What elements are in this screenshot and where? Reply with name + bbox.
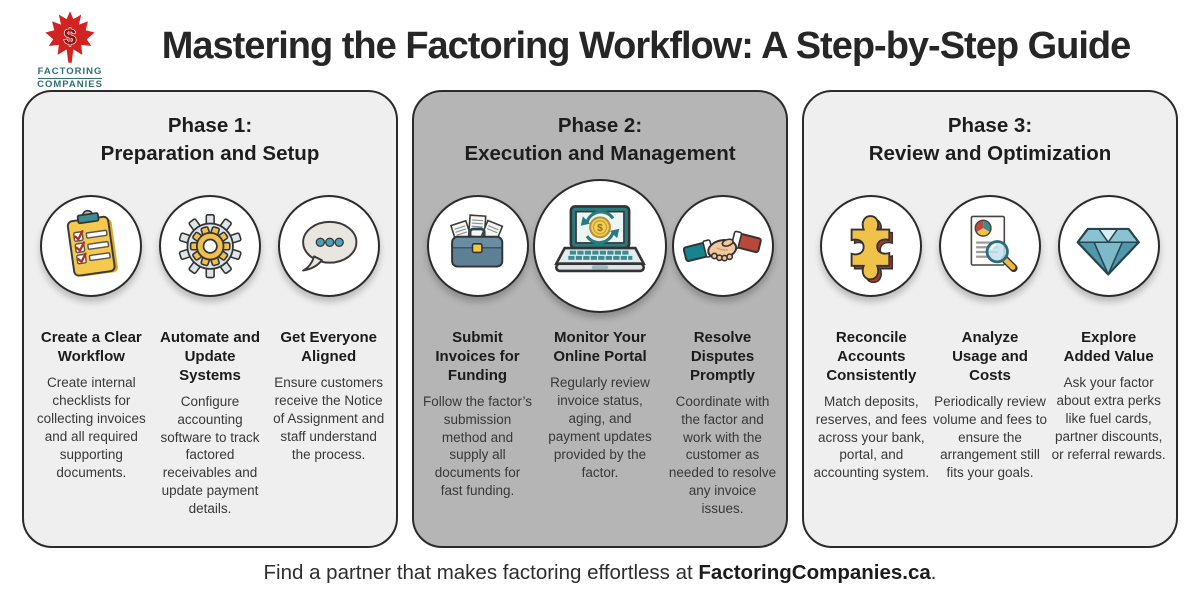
report-magnifier-icon — [970, 215, 1018, 273]
laptop-money-portal-icon: $ — [554, 205, 646, 273]
handshake-icon — [683, 230, 762, 263]
footer-brand: FactoringCompanies.ca — [698, 561, 931, 584]
item-heading: Get Everyone Aligned — [280, 329, 378, 366]
item-body: Ensure customers receive the Notice of A… — [273, 374, 385, 462]
item-heading: Submit Invoices for Funding — [435, 329, 520, 384]
footer-text: Find a partner that makes factoring effo… — [263, 561, 699, 584]
item-body: Configure accounting software to track f… — [160, 393, 260, 517]
phase-2-item-3: Resolve Disputes Promptly Coordinate wit… — [667, 171, 778, 518]
item-body: Follow the factor’s submission method an… — [422, 393, 533, 499]
checklist-clipboard-icon — [66, 210, 119, 277]
phases-row: Phase 1: Preparation and Setup — [22, 90, 1178, 548]
phase-2-item-2: $ Monitor Your Online Portal Regularly r… — [533, 171, 667, 518]
phase-3-item-2: Analyze Usage and Costs Periodically rev… — [931, 171, 1050, 482]
item-heading: Create a Clear Workflow — [40, 329, 142, 366]
footer-period: . — [930, 561, 937, 584]
page-title: Mastering the Factoring Workflow: A Step… — [161, 24, 1132, 67]
phase-1-item-1: Create a Clear Workflow Create internal … — [32, 171, 151, 518]
logo-text-line2: COMPANIES — [37, 79, 103, 90]
phase-2-item-1: Submit Invoices for Funding Follow the f… — [422, 171, 533, 518]
phase-3-item-3: Explore Added Value Ask your factor abou… — [1049, 171, 1168, 482]
phase-3-title: Phase 3: Review and Optimization — [868, 114, 1112, 165]
logo-dollar-symbol: $ — [64, 24, 77, 49]
item-heading: Explore Added Value — [1063, 329, 1154, 366]
phase-2-title: Phase 2: Execution and Management — [464, 114, 736, 165]
item-body: Periodically review volume and fees to e… — [932, 393, 1048, 481]
factoring-companies-logo: $ FACTORING COMPANIES — [24, 8, 116, 91]
phase-1-item-2: Automate and Update Systems Configure ac… — [151, 171, 270, 518]
speech-bubble-icon — [302, 221, 358, 272]
phase-3-item-1: Reconcile Accounts Consistently Match de… — [812, 171, 931, 482]
item-heading: Analyze Usage and Costs — [952, 329, 1028, 384]
item-body: Ask your factor about extra perks like f… — [1051, 374, 1166, 462]
item-body: Coordinate with the factor and work with… — [668, 393, 777, 517]
gears-icon — [178, 214, 242, 279]
phase-3-panel: Phase 3: Review and Optimization Reconci… — [802, 90, 1178, 548]
maple-leaf-icon: $ — [45, 10, 95, 63]
item-heading: Resolve Disputes Promptly — [689, 329, 755, 384]
header: $ FACTORING COMPANIES Mastering the Fact… — [0, 0, 1200, 91]
item-body: Create internal checklists for collectin… — [36, 374, 146, 480]
svg-text:$: $ — [597, 223, 603, 234]
item-body: Match deposits, reserves, and fees acros… — [813, 393, 930, 481]
item-heading: Reconcile Accounts Consistently — [826, 329, 917, 384]
phase-1-panel: Phase 1: Preparation and Setup — [22, 90, 398, 548]
diamond-icon — [1076, 227, 1141, 276]
briefcase-documents-icon — [450, 214, 504, 268]
phase-2-panel: Phase 2: Execution and Management — [412, 90, 788, 548]
puzzle-piece-icon — [850, 215, 894, 284]
item-heading: Monitor Your Online Portal — [553, 329, 647, 366]
phase-1-title: Phase 1: Preparation and Setup — [100, 114, 320, 165]
footer-tagline: Find a partner that makes factoring effo… — [0, 561, 1200, 585]
logo-text-line1: FACTORING — [37, 66, 103, 79]
phase-1-item-3: Get Everyone Aligned Ensure customers re… — [269, 171, 388, 518]
item-body: Regularly review invoice status, aging, … — [548, 374, 652, 480]
item-heading: Automate and Update Systems — [159, 329, 260, 384]
